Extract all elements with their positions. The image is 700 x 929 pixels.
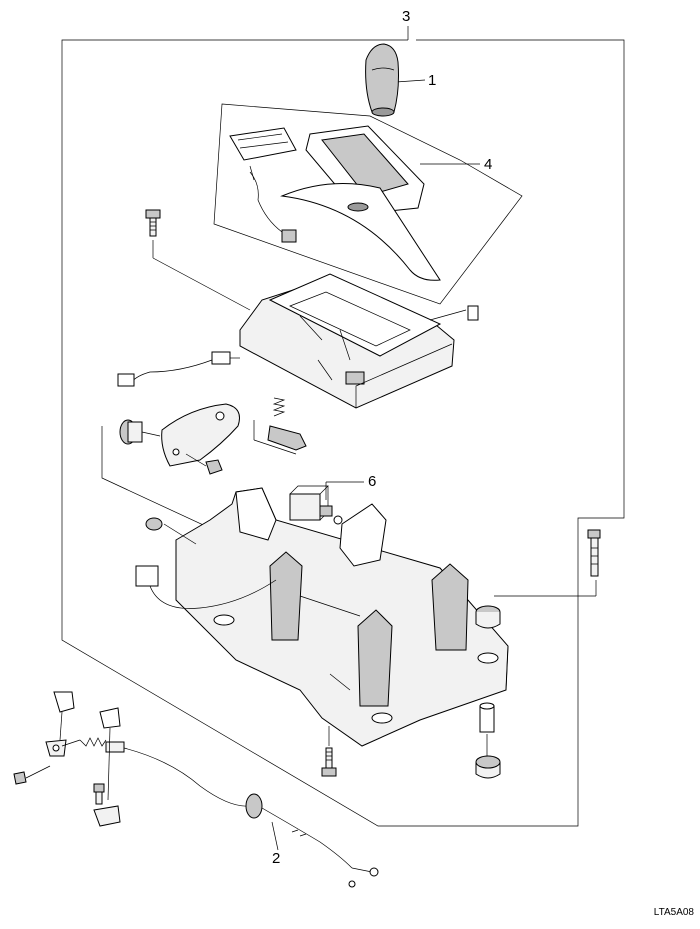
figure-code: LTA5A08 <box>653 907 694 918</box>
lower-base <box>175 487 509 747</box>
leader-grommet <box>163 523 197 545</box>
shift-knob <box>365 43 399 117</box>
assembly-3-boundary <box>61 39 625 827</box>
solenoid-knob <box>119 419 161 445</box>
callout-1: 1 <box>428 72 437 89</box>
bolt-cable-left <box>13 765 51 785</box>
wire-harness-lower <box>135 565 277 609</box>
bolt-top <box>145 209 161 237</box>
bolt-cable-mid <box>93 783 121 827</box>
bushing-bottom <box>475 755 501 779</box>
leader-clip <box>429 309 467 321</box>
bolt-right <box>587 529 601 577</box>
clip-right <box>467 305 479 321</box>
callout-2: 2 <box>272 850 281 867</box>
leader-1 <box>395 79 426 83</box>
switch-6 <box>289 485 343 525</box>
leader-clip-1 <box>59 711 63 741</box>
lever-plate <box>161 403 240 467</box>
leader-nut <box>185 453 207 467</box>
spring <box>272 397 286 417</box>
leader-bolt-top-2 <box>152 257 251 311</box>
collar <box>479 702 495 733</box>
upper-housing <box>239 273 455 409</box>
shift-cable <box>45 691 379 888</box>
wire-harness-upper <box>117 351 240 387</box>
callout-3: 3 <box>402 8 411 25</box>
detent-pin <box>267 425 307 451</box>
leader-2 <box>271 821 279 851</box>
indicator-panel-outline <box>213 103 523 305</box>
bushing-top <box>475 605 501 629</box>
nut <box>205 459 223 475</box>
leader-clip-2 <box>107 727 111 801</box>
indicator-panel <box>229 125 441 281</box>
grommet-left <box>145 517 163 531</box>
callout-6: 6 <box>368 473 377 490</box>
leader-pin-2 <box>253 439 297 455</box>
callout-4: 4 <box>484 156 493 173</box>
bolt-bottom <box>321 747 337 777</box>
